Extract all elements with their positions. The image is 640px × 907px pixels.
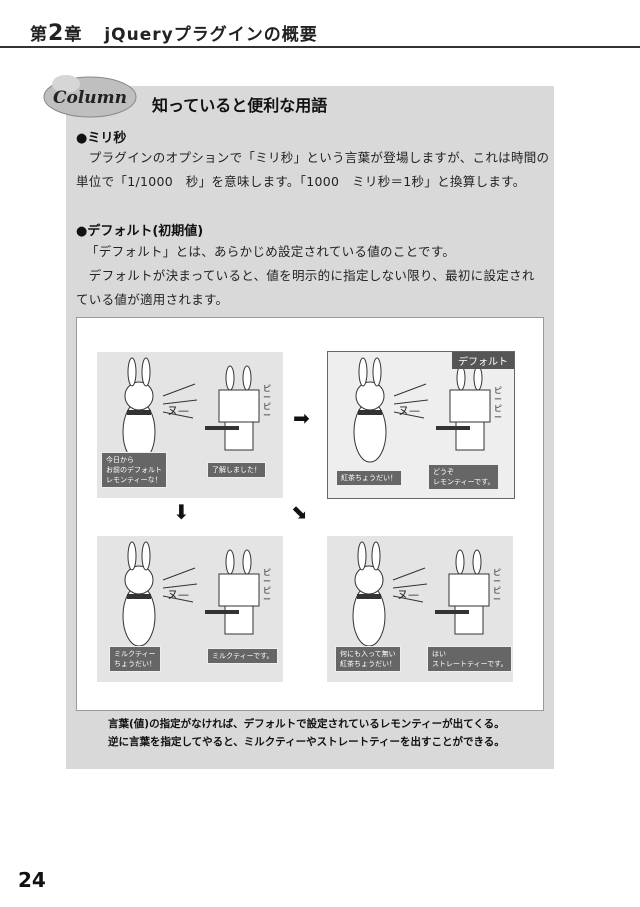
speech-bubble-right: はい ストレートティーです。 bbox=[427, 646, 513, 672]
nu-sound-text: ヌ— bbox=[167, 588, 189, 601]
speech-bubble-right: 了解しました！ bbox=[207, 462, 266, 478]
comic-panel-1: ヌ— ピーピー 今日から お前のデフォルト レモンティーな！ 了解しました！ bbox=[97, 352, 283, 498]
section-heading-default: ●デフォルト(初期値) bbox=[76, 224, 204, 239]
speech-bubble-left: 今日から お前のデフォルト レモンティーな！ bbox=[101, 452, 167, 488]
speech-bubble-right: ミルクティーです。 bbox=[207, 648, 279, 664]
comic-scene-icon bbox=[122, 357, 260, 463]
rabbit-icon bbox=[122, 357, 156, 463]
chapter-suffix: 章 bbox=[64, 25, 83, 45]
pi-sound-text: ピーピー bbox=[493, 568, 501, 604]
nu-sound-text: ヌ— bbox=[398, 404, 420, 417]
comic-scene-icon bbox=[352, 541, 490, 647]
speech-bubble-right: どうぞ レモンティーです。 bbox=[428, 464, 500, 490]
paragraph-line: ている値が適用されます。 bbox=[76, 292, 229, 307]
paragraph-line: プラグインのオプションで「ミリ秒」という言葉が登場しますが、これは時間の bbox=[76, 150, 550, 165]
robot-icon bbox=[436, 365, 491, 451]
header-rule bbox=[0, 46, 640, 48]
rabbit-icon bbox=[122, 541, 156, 647]
paragraph-line: 「デフォルト」とは、あらかじめ設定されている値のことです。 bbox=[86, 244, 456, 259]
illustration-figure: ヌ— ピーピー 今日から お前のデフォルト レモンティーな！ 了解しました！ ➡… bbox=[76, 317, 544, 711]
column-badge-icon: Column bbox=[43, 75, 137, 118]
robot-icon bbox=[205, 549, 260, 635]
pi-sound-text: ピーピー bbox=[263, 384, 271, 420]
chapter-header: 第2章 jQueryプラグインの概要 bbox=[30, 20, 318, 46]
chapter-prefix: 第 bbox=[30, 25, 48, 45]
robot-icon bbox=[435, 549, 490, 635]
arrow-down-right-icon: ⬊ bbox=[291, 500, 308, 524]
paragraph-line: デフォルトが決まっていると、値を明示的に指定しない限り、最初に設定され bbox=[76, 268, 535, 283]
nu-sound-text: ヌ— bbox=[167, 404, 189, 417]
comic-scene-icon bbox=[122, 541, 260, 647]
arrow-right-icon: ➡ bbox=[293, 406, 310, 430]
speech-bubble-left: 何にも入って無い 紅茶ちょうだい！ bbox=[335, 646, 401, 672]
speech-bubble-left: ミルクティー ちょうだい！ bbox=[109, 646, 161, 672]
default-tag: デフォルト bbox=[452, 352, 514, 369]
speech-bubble-left: 紅茶ちょうだい！ bbox=[336, 470, 402, 486]
figure-caption-line: 逆に言葉を指定してやると、ミルクティーやストレートティーを出すことができる。 bbox=[108, 736, 505, 748]
robot-icon bbox=[205, 365, 260, 451]
rabbit-icon bbox=[353, 357, 387, 463]
pi-sound-text: ピーピー bbox=[263, 568, 271, 604]
column-badge-text: Column bbox=[53, 88, 127, 108]
arrow-down-icon: ⬇ bbox=[173, 500, 190, 524]
pi-sound-text: ピーピー bbox=[494, 386, 502, 422]
nu-sound-text: ヌ— bbox=[397, 588, 419, 601]
chapter-number: 2 bbox=[48, 21, 65, 46]
comic-panel-3: ヌ— ピーピー ミルクティー ちょうだい！ ミルクティーです。 bbox=[97, 536, 283, 682]
section-heading-millisecond: ●ミリ秒 bbox=[76, 131, 127, 146]
figure-caption-line: 言葉(値)の指定がなければ、デフォルトで設定されているレモンティーが出てくる。 bbox=[108, 718, 505, 730]
comic-panel-4: ヌ— ピーピー 何にも入って無い 紅茶ちょうだい！ はい ストレートティーです。 bbox=[327, 536, 513, 682]
page-number: 24 bbox=[18, 868, 46, 892]
paragraph-line: 単位で「1/1000 秒」を意味します。「1000 ミリ秒＝1秒」と換算します。 bbox=[76, 174, 526, 189]
chapter-title: jQueryプラグインの概要 bbox=[104, 25, 318, 45]
rabbit-icon bbox=[352, 541, 386, 647]
column-title: 知っていると便利な用語 bbox=[152, 96, 328, 115]
comic-panel-2: デフォルト ヌ— ピーピー 紅茶ちょうだい！ どうぞ レモンティーです。 bbox=[327, 351, 515, 499]
